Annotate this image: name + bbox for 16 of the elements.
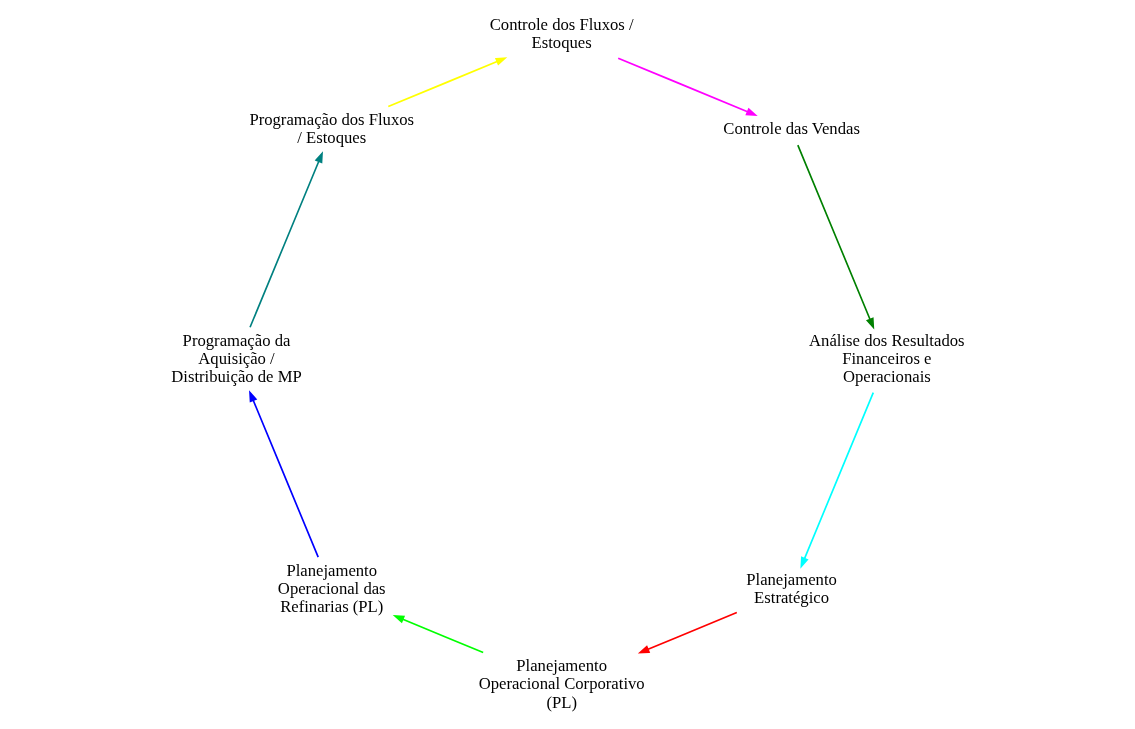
arrow (392, 615, 485, 654)
arrow (797, 144, 875, 330)
node-text: Programação da Aquisição / Distribuição de MP (171, 330, 302, 387)
node-text: Planejamento Operacional Corporativo (PL) (478, 655, 645, 712)
arrow (249, 390, 320, 558)
node-text: Análise dos Resultados Financeiros e Operacionais (809, 330, 965, 387)
node-text: Controle dos Fluxos / Estoques (489, 14, 634, 53)
arrow (387, 57, 508, 108)
node-text: Controle das Vendas (723, 119, 860, 139)
node-text: Planejamento Estratégico (746, 569, 837, 608)
arrow (617, 57, 758, 116)
node-text: Planejamento Operacional das Refinarias (PL) (277, 560, 386, 617)
arrow (800, 391, 875, 569)
node-text: Programação dos Fluxos / Estoques (249, 109, 415, 148)
arrow (637, 611, 738, 654)
arrow (249, 151, 323, 329)
